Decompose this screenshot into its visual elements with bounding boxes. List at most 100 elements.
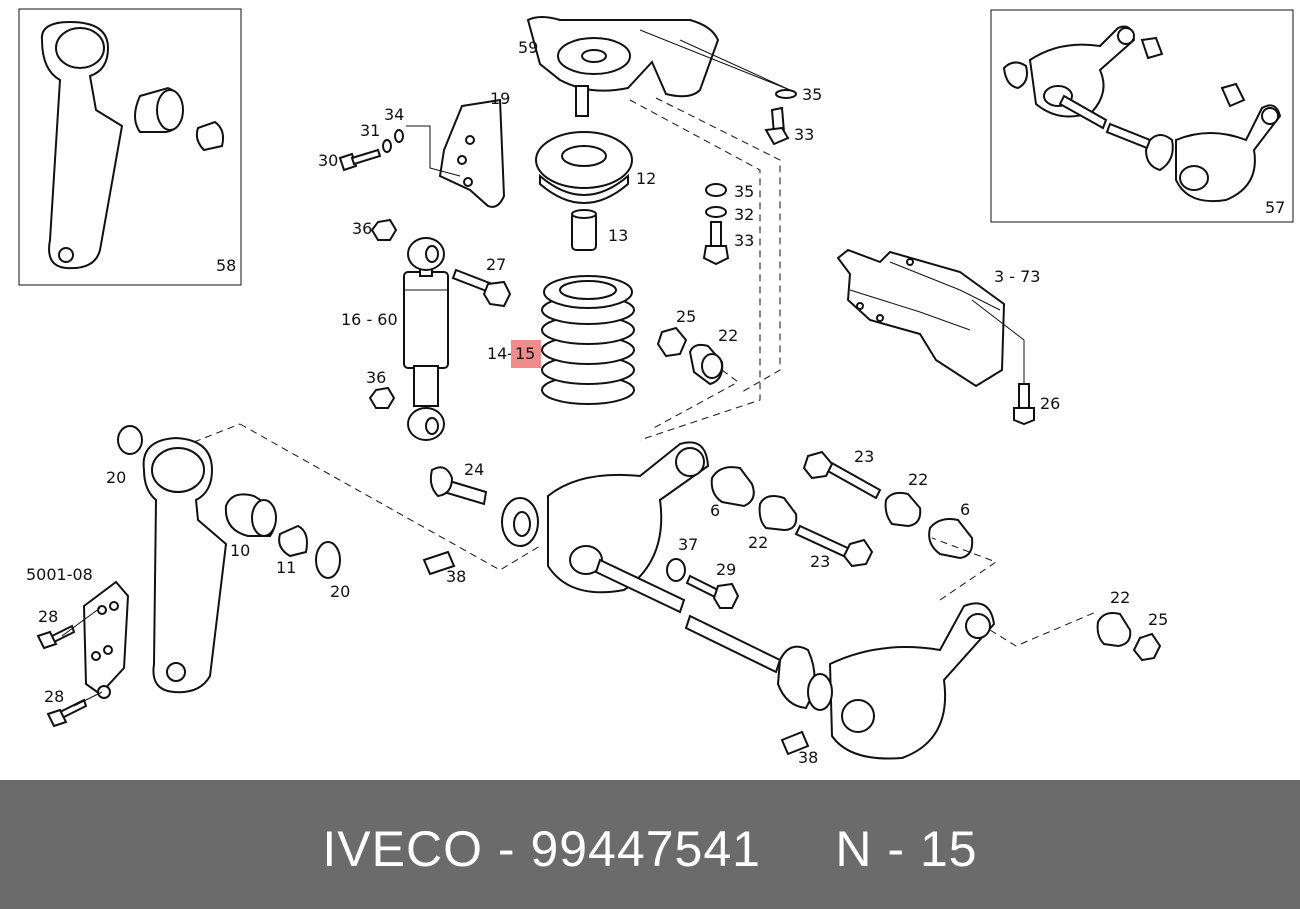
- bolt-33: [702, 221, 730, 266]
- key-38-right: [780, 730, 810, 756]
- callout-25-lower: 25: [1148, 610, 1168, 629]
- callout-15-highlighted: 15: [515, 344, 535, 363]
- bushing-inset: [134, 86, 184, 133]
- callout-dash: -: [507, 344, 513, 363]
- bolt-23-lower: [794, 524, 874, 568]
- callout-6-upper: 6: [710, 501, 720, 520]
- callout-25-upper: 25: [676, 307, 696, 326]
- bump-stop: [571, 209, 597, 251]
- washer-35-top: [775, 89, 797, 99]
- nut-36-bottom: [368, 386, 396, 409]
- position-code: N - 15: [835, 821, 978, 877]
- chassis-bracket: [836, 248, 1006, 388]
- callout-11: 11: [276, 558, 296, 577]
- callout-29: 29: [716, 560, 736, 579]
- callout-33-top: 33: [794, 125, 814, 144]
- washer-35: [705, 183, 727, 197]
- bushing-22-right: [884, 491, 922, 528]
- nut-25-lower: [1132, 632, 1162, 662]
- washer-32: [705, 206, 727, 218]
- bolt-27: [451, 268, 512, 308]
- callout-22-middle: 22: [748, 533, 768, 552]
- washer-20-bottom: [315, 541, 341, 579]
- callout-35: 35: [734, 182, 754, 201]
- dashed-assembly-lines: [193, 97, 1097, 647]
- callout-26: 26: [1040, 394, 1060, 413]
- key-38-left: [422, 550, 456, 576]
- callout-37: 37: [678, 535, 698, 554]
- callout-22-right: 22: [908, 470, 928, 489]
- callout-22-upper: 22: [718, 326, 738, 345]
- callout-16-60: 16 - 60: [341, 310, 398, 329]
- callout-20-bottom: 20: [330, 582, 350, 601]
- bushing-22-middle: [758, 495, 798, 532]
- callout-59: 59: [518, 38, 538, 57]
- bolt-30: [338, 148, 382, 172]
- bushing-6-upper: [710, 466, 755, 508]
- sleeve-11: [278, 524, 308, 558]
- callout-32: 32: [734, 205, 754, 224]
- callout-27: 27: [486, 255, 506, 274]
- callout-38-right: 38: [798, 748, 818, 767]
- callout-23-upper: 23: [854, 447, 874, 466]
- washer-31: [382, 139, 392, 153]
- callout-3-73: 3 - 73: [994, 267, 1040, 286]
- callout-6-lower: 6: [960, 500, 970, 519]
- callout-19: 19: [490, 89, 510, 108]
- sleeve-inset: [195, 120, 225, 152]
- callout-38-left: 38: [446, 567, 466, 586]
- callout-23-lower: 23: [810, 552, 830, 571]
- callout-57: 57: [1265, 198, 1285, 217]
- shock-absorber: [403, 237, 449, 441]
- bolt-24: [429, 466, 488, 506]
- part-info-text: IVECO - 99447541 N - 15: [0, 820, 1300, 878]
- upper-spring-mount: [526, 16, 720, 117]
- bushing-22-upper: [688, 343, 724, 386]
- washer-20-top: [117, 425, 143, 455]
- bolt-29: [685, 574, 740, 609]
- link-arm-inset: [40, 20, 124, 270]
- callout-58: 58: [216, 256, 236, 275]
- part-number: 99447541: [530, 821, 761, 877]
- callout-33: 33: [734, 231, 754, 250]
- callout-35-top: 35: [802, 85, 822, 104]
- callout-13: 13: [608, 226, 628, 245]
- nut-36-top: [370, 218, 398, 241]
- callout-30: 30: [318, 151, 338, 170]
- inset-frame-57: [990, 9, 1294, 223]
- coil-spring: [541, 275, 635, 405]
- bolt-33-top: [764, 106, 790, 146]
- exploded-parts-diagram: 59 35 33 19 34 31 30 12 35 32 33 13 36 2…: [18, 8, 1294, 767]
- axle-beam: [501, 441, 996, 760]
- callout-36-top: 36: [352, 219, 372, 238]
- callout-34: 34: [384, 105, 404, 124]
- bolt-23-upper: [802, 450, 882, 500]
- nut-25-upper: [656, 326, 688, 358]
- callout-labels: 59 35 33 19 34 31 30 12 35 32 33 13 36 2…: [26, 38, 1285, 767]
- shock-upper-bracket: [438, 98, 506, 208]
- bushing-10: [224, 493, 277, 537]
- brand-name: IVECO: [322, 821, 483, 877]
- callout-31: 31: [360, 121, 380, 140]
- callout-14: 14: [487, 344, 507, 363]
- callout-28-top: 28: [38, 607, 58, 626]
- callout-36-bottom: 36: [366, 368, 386, 387]
- inset-frame-58: [18, 8, 242, 286]
- leader-lines: [61, 29, 1025, 707]
- axle-assembly-inset: [1002, 25, 1282, 202]
- part-info-banner: IVECO - 99447541 N - 15: [0, 780, 1300, 909]
- washer-34: [394, 129, 404, 143]
- separator: -: [497, 821, 516, 877]
- spring-seat: [535, 131, 633, 204]
- bolt-28-top: [36, 624, 76, 650]
- bolt-26: [1013, 383, 1035, 426]
- mounting-plate: [82, 580, 130, 699]
- washer-37: [666, 558, 686, 582]
- bolt-28-bottom: [46, 698, 88, 728]
- callout-12: 12: [636, 169, 656, 188]
- callout-20-top: 20: [106, 468, 126, 487]
- trailing-link-arm: [142, 436, 228, 694]
- callout-22-lower-right: 22: [1110, 588, 1130, 607]
- callout-28-bottom: 28: [44, 687, 64, 706]
